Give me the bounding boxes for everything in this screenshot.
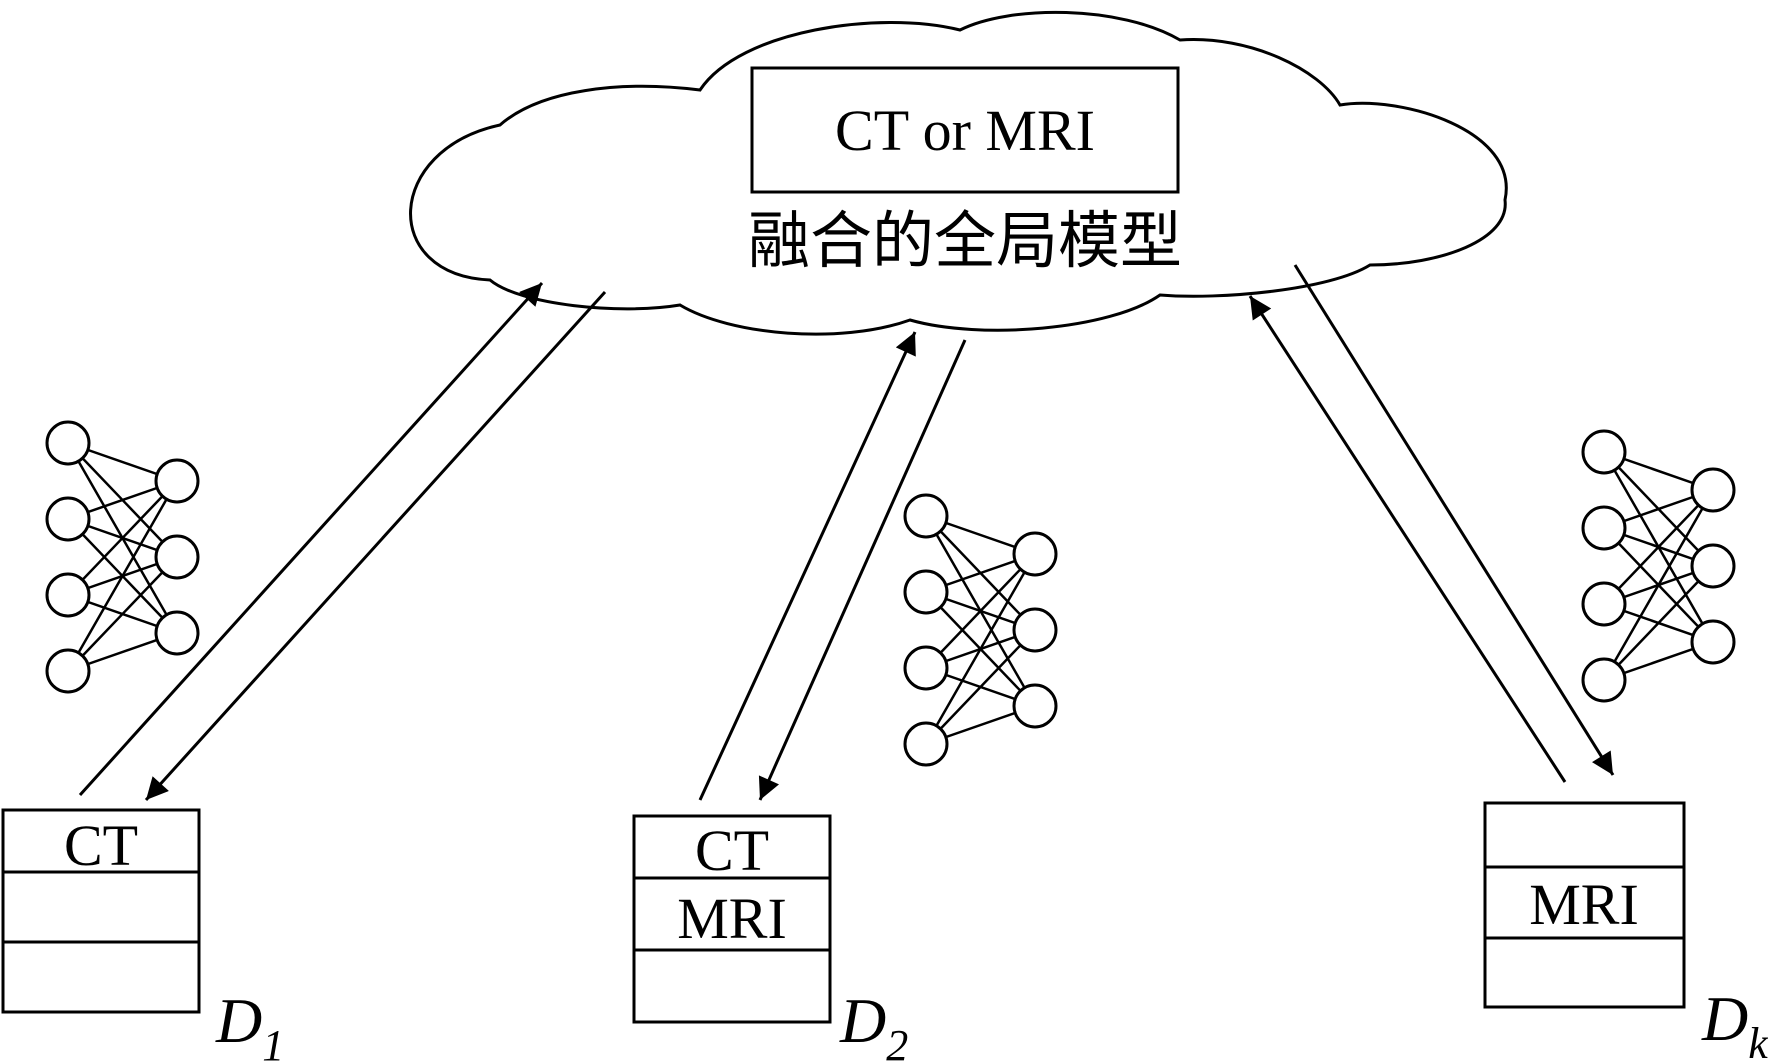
- nn-input-node: [903, 569, 949, 615]
- client-dk-table: [1483, 801, 1686, 1009]
- communication-arrows: [78, 264, 1615, 802]
- nn-edge: [924, 553, 1037, 745]
- nn-input-node: [1581, 581, 1627, 627]
- nn-output-node: [1012, 683, 1058, 729]
- client-d2-label: D2: [839, 985, 908, 1064]
- arrow-d1-upload: [78, 281, 544, 797]
- nn-input-node: [45, 420, 91, 466]
- nn-output-node: [1012, 607, 1058, 653]
- client-d2-table: [632, 814, 832, 1024]
- global-model-caption: 融合的全局模型: [748, 208, 1182, 276]
- nn-output-node: [1690, 619, 1736, 665]
- client-d1: CT D1: [1, 808, 284, 1064]
- nn-input-node: [45, 572, 91, 618]
- nn-input-node: [45, 648, 91, 694]
- arrow-dk-upload: [1248, 295, 1567, 783]
- nn-edge: [1603, 489, 1714, 605]
- global-model-box: [750, 66, 1180, 194]
- nn-output-node: [154, 610, 200, 656]
- nn-input-node: [1581, 429, 1627, 475]
- global-model-box-label: CT or MRI: [835, 98, 1095, 163]
- client-d1-table: [1, 808, 201, 1014]
- nn-output-node: [1690, 467, 1736, 513]
- arrow-dk-download: [1293, 264, 1615, 776]
- client-d2-cell-2: MRI: [677, 886, 787, 951]
- nn-output-node: [1690, 543, 1736, 589]
- arrow-d2-upload: [698, 331, 917, 801]
- nn-output-node: [154, 458, 200, 504]
- nn-input-node: [1581, 505, 1627, 551]
- neural-net-icon-d2: [903, 493, 1058, 767]
- nn-input-node: [903, 493, 949, 539]
- nn-edge: [925, 553, 1036, 669]
- nn-input-node: [1581, 657, 1627, 703]
- nn-output-node: [1012, 531, 1058, 577]
- client-dk-label: Dk: [1701, 983, 1768, 1064]
- neural-net-icon-d1: [45, 420, 200, 694]
- arrow-d2-download: [758, 339, 967, 801]
- nn-edge: [1602, 489, 1715, 681]
- arrow-d1-download: [144, 290, 607, 802]
- client-dk-cell-2: MRI: [1529, 872, 1639, 937]
- client-d1-cell-1: CT: [64, 813, 138, 878]
- nn-input-node: [903, 645, 949, 691]
- nn-edge: [67, 480, 178, 596]
- cloud-shape: [409, 10, 1508, 336]
- nn-input-node: [45, 496, 91, 542]
- nn-input-node: [903, 721, 949, 767]
- client-d1-label: D1: [215, 985, 284, 1064]
- nn-output-node: [154, 534, 200, 580]
- client-dk: MRI Dk: [1483, 801, 1768, 1064]
- client-d2: CT MRI D2: [632, 814, 908, 1064]
- nn-edge: [925, 629, 1036, 745]
- client-d2-cell-1: CT: [695, 818, 769, 883]
- neural-net-icon-dk: [1581, 429, 1736, 703]
- nn-edge: [1603, 565, 1714, 681]
- nn-edge: [66, 480, 179, 672]
- nn-edge: [67, 556, 178, 672]
